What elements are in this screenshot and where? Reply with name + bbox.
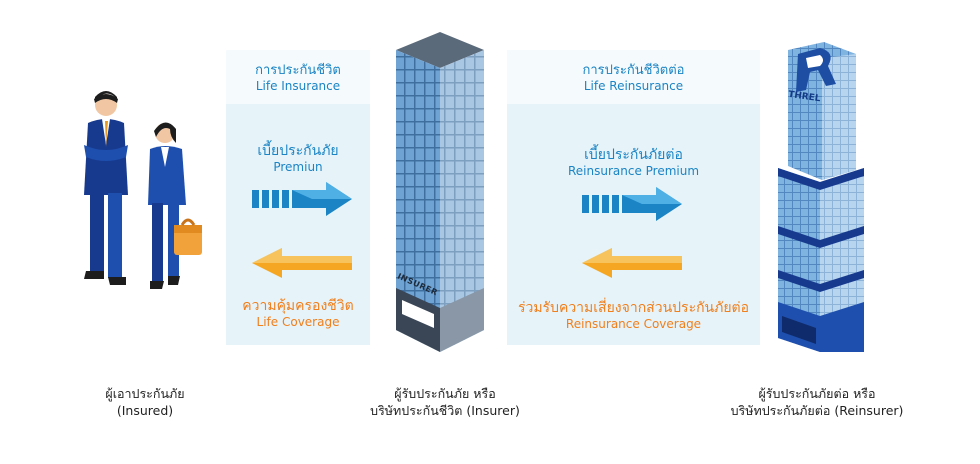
reinsurer-caption-line1: ผู้รับประกันภัยต่อ หรือ xyxy=(758,386,876,401)
coverage-label-english: Reinsurance Coverage xyxy=(565,317,702,331)
premium-arrow-right-icon xyxy=(252,182,352,216)
reinsurer-caption: ผู้รับประกันภัยต่อ หรือ บริษัทประกันภัยต… xyxy=(712,385,922,419)
insurer-caption: ผู้รับประกันภัย หรือ บริษัทประกันชีวิต (… xyxy=(350,385,540,419)
coverage-arrow-left-icon xyxy=(582,248,682,278)
premium-label-thai: เบี้ยประกันภัย xyxy=(257,143,339,159)
insurer-caption-line1: ผู้รับประกันภัย หรือ xyxy=(394,386,496,401)
insurer-building-illustration xyxy=(396,32,484,352)
woman-figure xyxy=(148,122,202,289)
coverage-label-thai: ความคุ้มครองชีวิต xyxy=(242,298,354,314)
insured-caption-english: (Insured) xyxy=(116,403,174,418)
life-reinsurance-panel: การประกันชีวิตต่อ Life Reinsurance เบี้ย… xyxy=(507,50,760,345)
coverage-label-thai: ร่วมรับความเสี่ยงจากส่วนประกันภัยต่อ xyxy=(517,300,750,316)
premium-label-thai: เบี้ยประกันภัยต่อ xyxy=(584,147,683,163)
insured-people-illustration xyxy=(84,91,202,289)
life-insurance-panel: การประกันชีวิต Life Insurance เบี้ยประกั… xyxy=(226,50,370,345)
premium-label-english: Reinsurance Premium xyxy=(567,164,700,178)
panel-header-thai: การประกันชีวิตต่อ xyxy=(582,63,685,78)
panel-header-thai: การประกันชีวิต xyxy=(255,63,341,78)
insured-caption-thai: ผู้เอาประกันภัย xyxy=(105,386,185,401)
panel-header-english: Life Reinsurance xyxy=(583,79,684,93)
insured-caption: ผู้เอาประกันภัย (Insured) xyxy=(85,385,205,419)
panel-header-english: Life Insurance xyxy=(255,79,341,93)
coverage-label-english: Life Coverage xyxy=(256,315,340,329)
reinsurer-caption-line2: บริษัทประกันภัยต่อ (Reinsurer) xyxy=(730,403,904,418)
insurer-caption-line2: บริษัทประกันชีวิต (Insurer) xyxy=(370,403,520,418)
man-figure xyxy=(84,91,128,285)
premium-label-english: Premiun xyxy=(273,160,323,174)
panel-header: การประกันชีวิตต่อ Life Reinsurance xyxy=(507,50,760,104)
panel-header: การประกันชีวิต Life Insurance xyxy=(226,50,370,104)
coverage-arrow-left-icon xyxy=(252,248,352,278)
premium-arrow-right-icon xyxy=(582,187,682,221)
reinsurer-building-illustration xyxy=(778,42,864,352)
